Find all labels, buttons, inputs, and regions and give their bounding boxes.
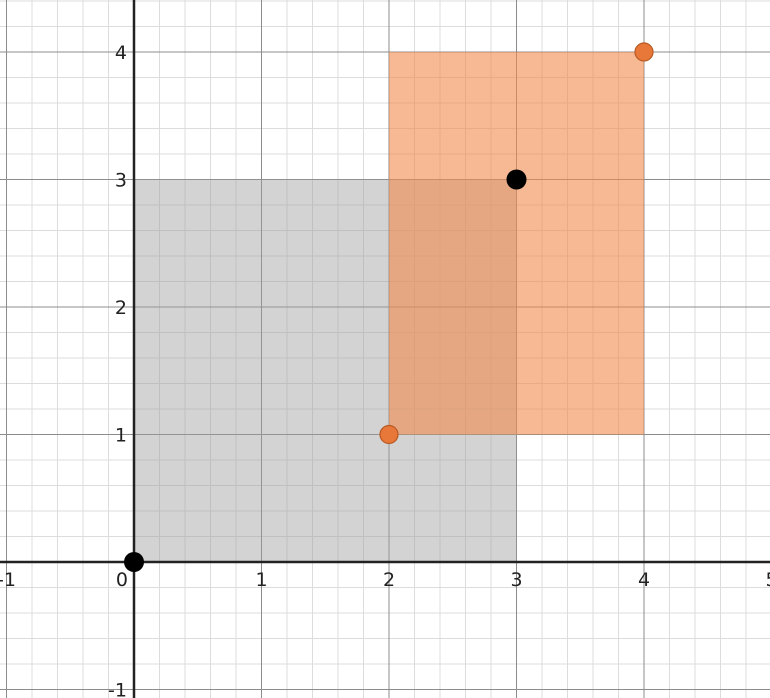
x-tick-label: 5 (765, 569, 770, 591)
tick-labels: -1 0 1 2 3 4 5 -1 1 2 3 4 (0, 42, 770, 698)
shaded-regions (134, 52, 644, 562)
x-tick-label: -1 (0, 569, 16, 591)
x-tick-label: 1 (255, 569, 267, 591)
shaded-rectangle-2 (389, 52, 644, 435)
y-tick-label: 2 (115, 297, 127, 319)
x-tick-label: 2 (383, 569, 395, 591)
y-tick-label: 3 (115, 170, 127, 192)
plotted-points (124, 42, 654, 572)
y-tick-label: -1 (108, 680, 127, 698)
data-point (506, 169, 527, 190)
data-point (379, 424, 399, 445)
data-point (634, 42, 654, 62)
x-tick-label: 3 (510, 569, 522, 591)
y-tick-label: 4 (115, 42, 127, 64)
x-tick-label: 4 (638, 569, 650, 591)
y-tick-label: 1 (115, 425, 127, 447)
data-point (124, 552, 144, 572)
x-tick-label: 0 (116, 569, 128, 591)
